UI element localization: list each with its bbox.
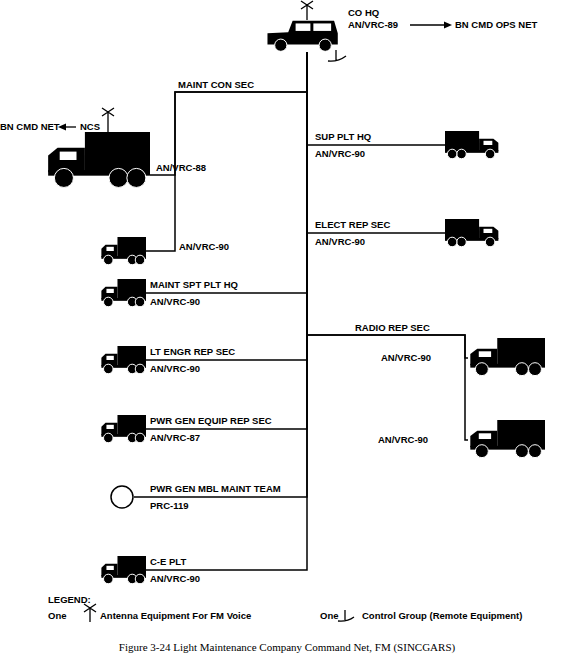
net-label: RADIO REP SEC (355, 322, 430, 333)
net-label: One (320, 610, 338, 621)
station-shape (468, 338, 545, 376)
net-label: BN CMD OPS NET (455, 19, 537, 30)
radio-set: AN/VRC-90 (381, 352, 431, 363)
net-line (307, 52, 445, 233)
net-line (307, 52, 468, 358)
radio-set: AN/VRC-90 (378, 434, 428, 445)
net-line (146, 52, 307, 360)
net-line (146, 52, 307, 251)
vehicle-station: PWR GEN EQUIP REP SECAN/VRC-87 (100, 415, 146, 443)
station-name: C-E PLT (150, 556, 186, 567)
radio-set: AN/VRC-90 (150, 573, 200, 584)
vehicle-station: AN/VRC-90 (100, 237, 146, 265)
radio-set: AN/VRC-89 (348, 19, 398, 30)
truck-body (101, 346, 146, 374)
station-shape (110, 485, 134, 509)
truck-body (101, 556, 146, 584)
net-line (134, 52, 307, 497)
station-name: SUP PLT HQ (315, 131, 371, 142)
radio-set: PRC-119 (150, 500, 189, 511)
radio-set: AN/VRC-90 (315, 148, 365, 159)
control-group-symbol (328, 50, 346, 61)
radio-set: AN/VRC-87 (150, 432, 200, 443)
station-name: PWR GEN EQUIP REP SEC (150, 415, 272, 426)
truck-body (48, 132, 150, 187)
vehicle-station: AN/VRC-90 (468, 338, 545, 376)
station-shape (100, 279, 146, 307)
net-label: LEGEND: (48, 594, 91, 605)
truck-body (445, 219, 498, 247)
station-shape (468, 420, 545, 458)
vehicle-station: C-E PLTAN/VRC-90 (100, 556, 146, 584)
station-name: CO HQ (348, 7, 379, 18)
antenna-symbol (84, 604, 96, 622)
control-group-symbol (338, 610, 354, 621)
truck-body (470, 338, 545, 376)
radio-set: AN/VRC-90 (150, 363, 200, 374)
truck-body (101, 415, 146, 443)
station-shape (100, 237, 146, 265)
legend-text: Control Group (Remote Equipment) (362, 610, 522, 621)
team-node: PWR GEN MBL MAINT TEAMPRC-119 (110, 485, 134, 509)
radio-set: AN/VRC-90 (315, 236, 365, 247)
station-name: MAINT SPT PLT HQ (150, 279, 238, 290)
station-shape (100, 346, 146, 374)
net-arrow (410, 24, 446, 25)
net-line (146, 52, 307, 429)
truck-body (470, 420, 545, 458)
legend-text: Antenna Equipment For FM Voice (100, 610, 251, 621)
figure-caption: Figure 3-24 Light Maintenance Company Co… (0, 641, 574, 654)
truck-body (445, 131, 498, 159)
vehicle-station: AN/VRC-90 (468, 420, 545, 458)
vehicle-station: ELECT REP SECAN/VRC-90 (445, 219, 500, 247)
team-circle (111, 486, 133, 508)
antenna-symbol (301, 1, 313, 20)
vehicle-station: CO HQAN/VRC-89 (266, 18, 340, 52)
vehicle-station: MAINT SPT PLT HQAN/VRC-90 (100, 279, 146, 307)
station-shape (100, 556, 146, 584)
station-shape (45, 132, 150, 188)
station-name: PWR GEN MBL MAINT TEAM (150, 483, 281, 494)
radio-set: AN/VRC-90 (179, 241, 229, 252)
station-name: ELECT REP SEC (315, 219, 390, 230)
net-line (146, 52, 307, 570)
station-shape (445, 131, 500, 159)
net-line (146, 52, 307, 293)
antenna-symbol (102, 108, 114, 132)
vehicle-station: AN/VRC-88 (45, 132, 150, 188)
vehicle-station: SUP PLT HQAN/VRC-90 (445, 131, 500, 159)
net-line (307, 52, 445, 145)
net-label: One (48, 610, 66, 621)
net-line (150, 52, 307, 175)
truck-body (101, 279, 146, 307)
net-label: NCS (80, 121, 100, 132)
vehicle-station: LT ENGR REP SECAN/VRC-90 (100, 346, 146, 374)
station-shape (445, 219, 500, 247)
radio-set: AN/VRC-90 (150, 296, 200, 307)
station-shape (266, 18, 340, 52)
station-shape (100, 415, 146, 443)
radio-set: AN/VRC-88 (156, 162, 206, 173)
net-label: MAINT CON SEC (178, 79, 254, 90)
net-label: BN CMD NET (0, 121, 60, 132)
arrow-head (444, 22, 452, 29)
jeep-body (267, 21, 337, 52)
station-name: LT ENGR REP SEC (150, 346, 235, 357)
net-line (307, 52, 468, 440)
truck-body (101, 237, 146, 265)
